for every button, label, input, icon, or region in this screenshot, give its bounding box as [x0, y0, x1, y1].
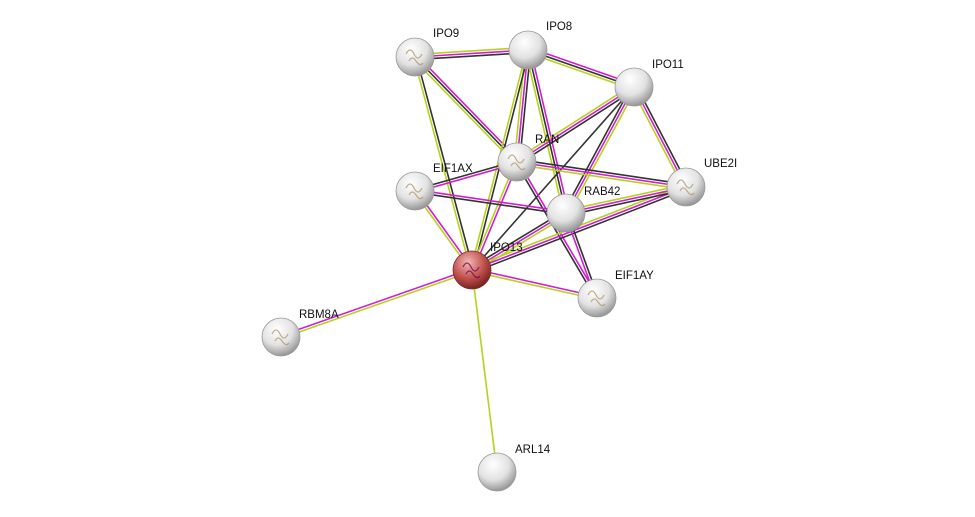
node-label: IPO8	[546, 21, 572, 33]
edge-IPO9-IPO13[interactable]	[412, 56, 475, 271]
edge-IPO13-RBM8A[interactable]	[280, 268, 473, 339]
node-label: RBM8A	[299, 309, 339, 321]
edge-evidence-line	[414, 56, 518, 163]
edge-evidence-line	[516, 86, 635, 163]
edge-evidence-line	[471, 270, 597, 301]
node-sphere[interactable]	[508, 30, 548, 70]
node-sphere[interactable]	[614, 67, 654, 107]
edge-IPO11-RAN[interactable]	[515, 84, 636, 165]
node-label: EIF1AY	[615, 270, 654, 282]
node-eif1ax[interactable]: EIF1AX	[395, 163, 473, 211]
node-sphere[interactable]	[546, 193, 586, 233]
edge-evidence-line	[516, 163, 686, 191]
edge-evidence-line	[415, 56, 475, 270]
node-eif1ay[interactable]: EIF1AY	[577, 270, 654, 318]
edge-evidence-line	[515, 162, 597, 300]
edge-IPO8-RAB42[interactable]	[524, 49, 570, 214]
node-sphere[interactable]	[477, 452, 517, 492]
edge-evidence-line	[472, 188, 688, 274]
edge-evidence-line	[416, 54, 520, 161]
edge-IPO11-IPO13[interactable]	[471, 86, 635, 271]
node-rab42[interactable]: RAB42	[546, 186, 620, 233]
node-sphere[interactable]	[395, 37, 435, 77]
node-label: RAN	[535, 134, 559, 146]
edge-evidence-line	[412, 58, 516, 165]
node-rbm8a[interactable]: RBM8A	[261, 309, 339, 357]
edge-evidence-line	[567, 87, 637, 215]
edge-RAB42-UBE2I[interactable]	[565, 183, 687, 217]
protein-structure-icon	[405, 183, 424, 200]
edge-evidence-line	[471, 86, 635, 271]
node-label: ARL14	[515, 444, 551, 456]
edge-IPO9-RAN[interactable]	[412, 54, 520, 165]
node-sphere[interactable]	[452, 250, 492, 290]
edge-evidence-line	[517, 158, 687, 186]
edge-RAN-IPO13[interactable]	[470, 161, 519, 271]
node-ipo11[interactable]: IPO11	[614, 59, 684, 107]
edge-IPO13-EIF1AY[interactable]	[471, 267, 598, 301]
edge-evidence-line	[565, 186, 687, 214]
node-label: UBE2I	[704, 158, 737, 170]
protein-structure-icon	[405, 49, 424, 66]
protein-structure-icon	[271, 329, 290, 346]
node-ipo8[interactable]: IPO8	[508, 21, 572, 70]
edge-evidence-line	[517, 88, 636, 165]
node-ube2i[interactable]: UBE2I	[666, 158, 737, 207]
edge-evidence-line	[529, 49, 570, 213]
edge-evidence-line	[472, 267, 598, 298]
edge-evidence-line	[414, 191, 566, 216]
edge-evidence-line	[280, 268, 472, 337]
edge-evidence-line	[412, 57, 472, 271]
node-sphere[interactable]	[666, 167, 706, 207]
protein-structure-icon	[462, 262, 481, 279]
protein-structure-icon	[587, 290, 606, 307]
edge-EIF1AX-RAB42[interactable]	[414, 188, 567, 216]
node-sphere[interactable]	[261, 317, 301, 357]
node-label: RAB42	[584, 186, 620, 198]
edge-evidence-line	[565, 86, 635, 214]
node-sphere[interactable]	[497, 142, 537, 182]
node-label: EIF1AX	[433, 163, 473, 175]
node-label: IPO11	[652, 59, 684, 71]
edge-evidence-line	[515, 84, 634, 161]
node-ipo9[interactable]: IPO9	[395, 28, 459, 77]
edge-evidence-line	[472, 162, 519, 271]
edge-evidence-line	[524, 50, 565, 214]
edge-evidence-line	[415, 188, 567, 213]
edge-evidence-line	[471, 186, 687, 271]
node-ran[interactable]: RAN	[497, 134, 559, 182]
edge-evidence-line	[527, 49, 567, 214]
node-label: IPO9	[433, 28, 459, 40]
node-ipo13[interactable]: IPO13	[452, 242, 523, 290]
edge-IPO13-ARL14[interactable]	[471, 269, 498, 473]
edge-evidence-line	[566, 188, 687, 217]
edge-evidence-line	[471, 269, 498, 473]
edge-evidence-line	[281, 270, 473, 339]
protein-structure-icon	[507, 154, 526, 171]
protein-structure-icon	[676, 179, 695, 196]
node-sphere[interactable]	[395, 171, 435, 211]
edge-IPO11-RAB42[interactable]	[563, 85, 637, 215]
edge-evidence-line	[563, 85, 633, 213]
node-label: IPO13	[490, 242, 523, 254]
edge-evidence-line	[565, 183, 686, 212]
node-sphere[interactable]	[577, 278, 617, 318]
edge-RAN-UBE2I[interactable]	[516, 158, 687, 191]
node-arl14[interactable]: ARL14	[477, 444, 551, 492]
edge-evidence-line	[516, 161, 687, 188]
edge-evidence-line	[470, 161, 517, 270]
